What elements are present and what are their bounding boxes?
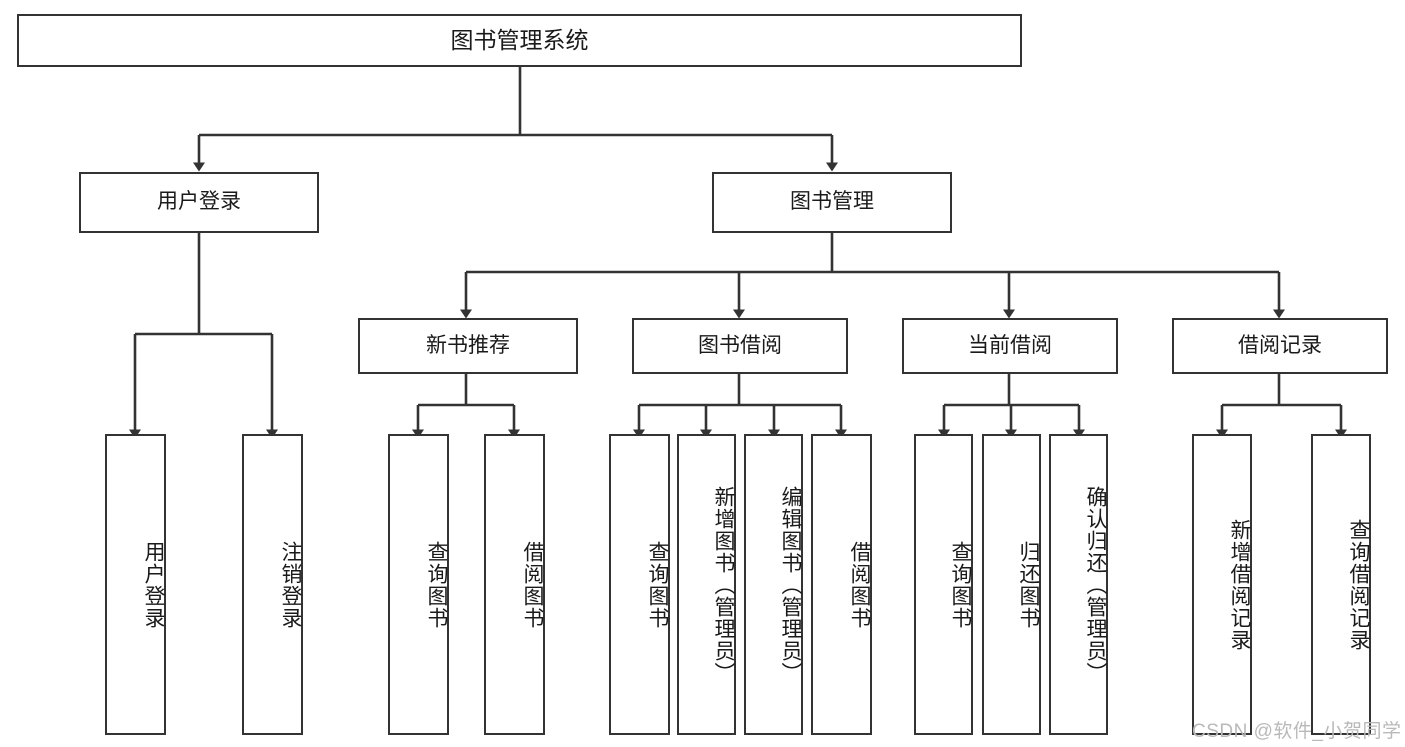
leaf-user-login-2[interactable]: 注销登录 [242, 434, 303, 735]
leaf-book-borrow-4-label: 借阅图书 [848, 540, 871, 629]
node-borrow-record[interactable]: 借阅记录 [1172, 318, 1388, 374]
leaf-book-borrow-3-label: 编辑图书（管理员） [779, 485, 802, 684]
csdn-watermark: CSDN @软件_小贺同学 [1192, 721, 1402, 742]
node-book-borrow-label: 图书借阅 [698, 333, 782, 357]
leaf-book-borrow-1[interactable]: 查询图书 [609, 434, 670, 735]
leaf-current-borrow-3-label: 确认归还（管理员） [1084, 485, 1107, 684]
leaf-user-login-2-label: 注销登录 [279, 540, 302, 629]
node-new-book-recommend[interactable]: 新书推荐 [358, 318, 578, 374]
node-book-management[interactable]: 图书管理 [712, 172, 952, 233]
node-root-label: 图书管理系统 [450, 27, 589, 54]
leaf-book-borrow-4[interactable]: 借阅图书 [811, 434, 872, 735]
node-current-borrow[interactable]: 当前借阅 [902, 318, 1118, 374]
node-borrow-record-label: 借阅记录 [1238, 333, 1322, 357]
leaf-new-book-recommend-2[interactable]: 借阅图书 [484, 434, 545, 735]
leaf-new-book-recommend-1[interactable]: 查询图书 [388, 434, 449, 735]
leaf-borrow-record-1[interactable]: 新增借阅记录 [1192, 434, 1252, 735]
leaf-current-borrow-1-label: 查询图书 [949, 540, 972, 629]
leaf-book-borrow-2[interactable]: 新增图书（管理员） [677, 434, 736, 735]
leaf-current-borrow-3[interactable]: 确认归还（管理员） [1049, 434, 1108, 735]
leaf-book-borrow-2-label: 新增图书（管理员） [712, 485, 735, 684]
node-user-login[interactable]: 用户登录 [79, 172, 319, 233]
node-current-borrow-label: 当前借阅 [968, 333, 1052, 357]
node-user-login-label: 用户登录 [157, 190, 241, 214]
leaf-borrow-record-2[interactable]: 查询借阅记录 [1311, 434, 1371, 735]
leaf-book-borrow-3[interactable]: 编辑图书（管理员） [744, 434, 803, 735]
node-book-management-label: 图书管理 [790, 190, 874, 214]
leaf-book-borrow-1-label: 查询图书 [646, 540, 669, 629]
leaf-current-borrow-2-label: 归还图书 [1017, 540, 1040, 629]
leaf-current-borrow-2[interactable]: 归还图书 [982, 434, 1041, 735]
leaf-user-login-1-label: 用户登录 [142, 540, 165, 629]
node-new-book-recommend-label: 新书推荐 [426, 333, 510, 357]
leaf-current-borrow-1[interactable]: 查询图书 [914, 434, 973, 735]
leaf-user-login-1[interactable]: 用户登录 [105, 434, 166, 735]
leaf-borrow-record-2-label: 查询借阅记录 [1347, 518, 1370, 651]
leaf-borrow-record-1-label: 新增借阅记录 [1228, 518, 1251, 651]
leaf-new-book-recommend-2-label: 借阅图书 [521, 540, 544, 629]
leaf-new-book-recommend-1-label: 查询图书 [425, 540, 448, 629]
node-book-borrow[interactable]: 图书借阅 [632, 318, 848, 374]
node-root[interactable]: 图书管理系统 [17, 14, 1022, 67]
